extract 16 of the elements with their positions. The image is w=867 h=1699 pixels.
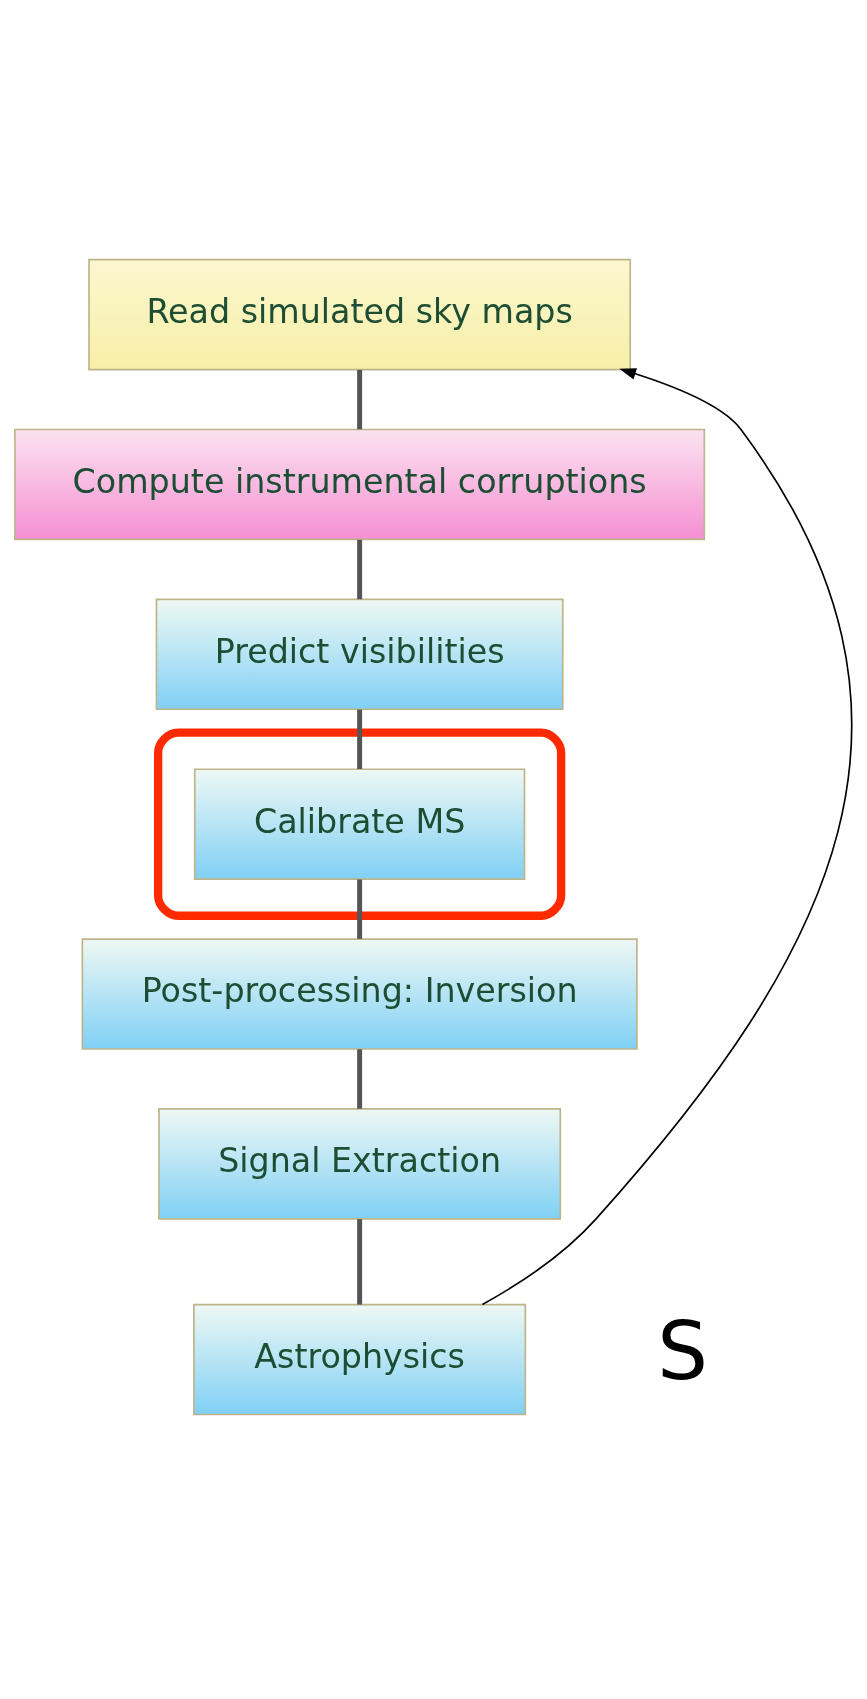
cluster	[153, 727, 566, 920]
node-box: Post-processing: Inversion	[81, 937, 638, 1050]
connector	[357, 1048, 363, 1109]
connector	[357, 709, 363, 769]
connector	[357, 539, 363, 599]
node-box: Signal Extraction	[158, 1107, 562, 1220]
connector	[357, 369, 363, 429]
node-box: Predict visibilities	[155, 598, 564, 710]
connector	[357, 878, 363, 939]
node-box: Calibrate MS	[193, 767, 526, 880]
node-box: Read simulated sky maps	[88, 258, 632, 370]
label: S	[657, 1304, 709, 1398]
node-box: Compute instrumental corruptions	[14, 428, 706, 540]
arrow	[481, 367, 852, 1305]
node-box: Astrophysics	[193, 1303, 527, 1415]
connector	[357, 1218, 363, 1305]
